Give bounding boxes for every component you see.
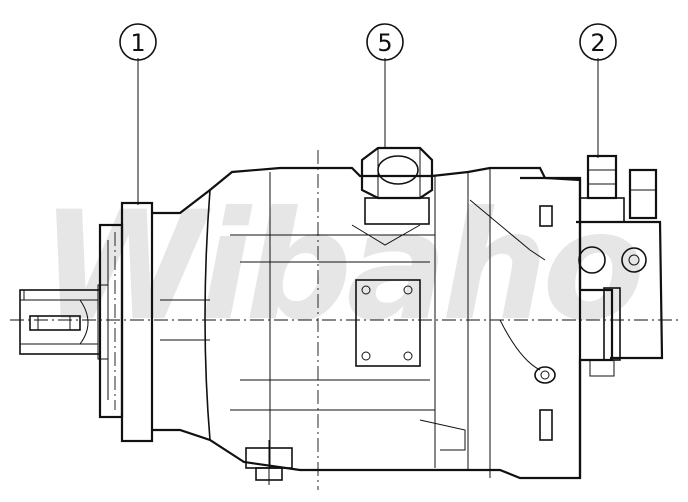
callout-1: 1 [119,23,157,61]
hex-fitting [360,146,434,225]
callout-5: 5 [366,23,404,61]
mounting-flange [98,201,154,443]
pressure-controller [576,154,664,377]
callout-1-label: 1 [130,29,145,57]
leader-lines [137,58,599,205]
cover-plate [355,279,421,367]
drain-port [245,440,293,485]
callout-2: 2 [579,23,617,61]
callout-2-label: 2 [590,29,605,57]
center-axes [10,150,678,490]
watermark: Wibaho [40,180,640,354]
pump-housing [152,166,582,480]
callout-5-label: 5 [377,29,392,57]
